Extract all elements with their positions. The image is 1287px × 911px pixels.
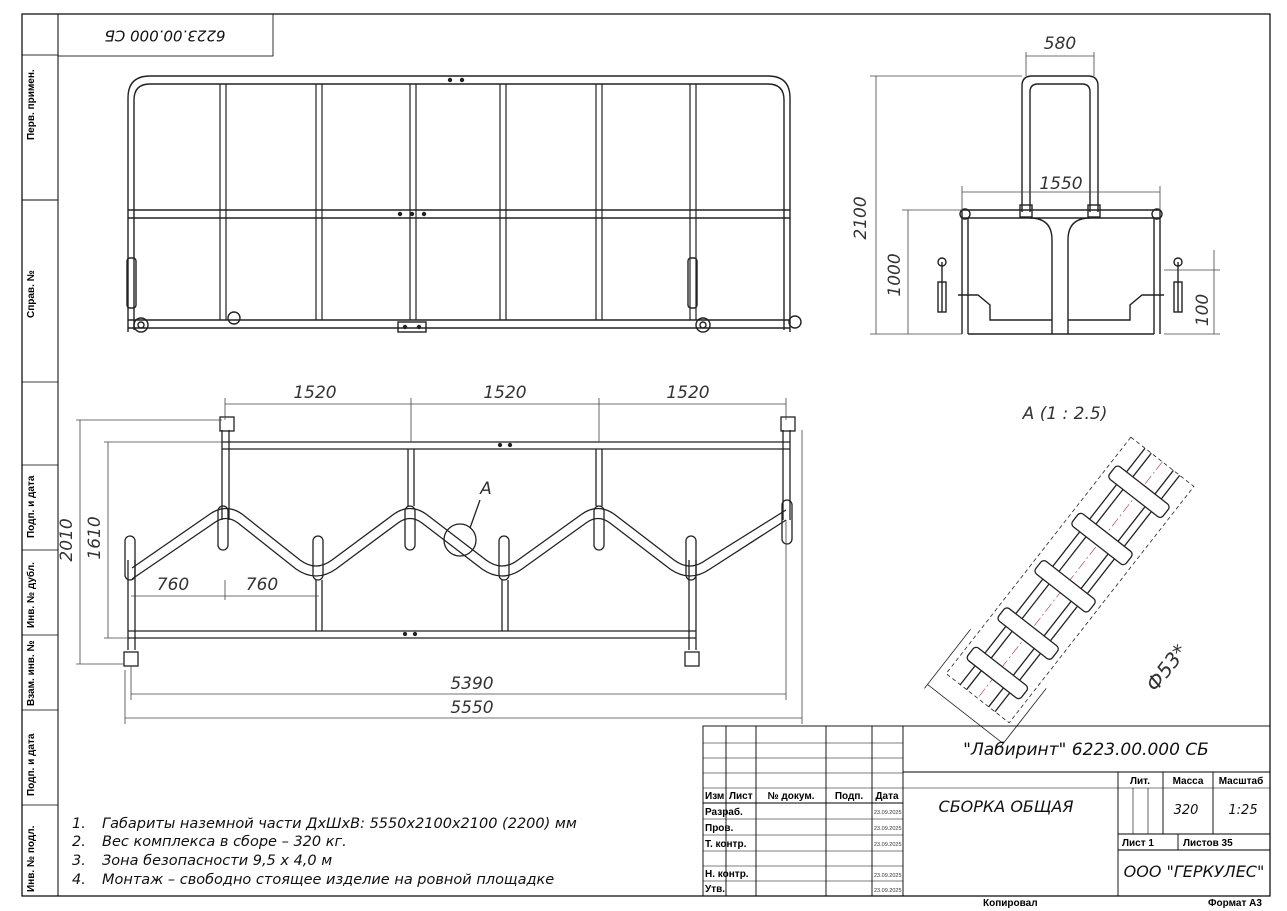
dim-plan-half-2: 760 [246,575,278,595]
role-tkontr: Т. контр. [705,839,747,850]
plan-view-dims [76,398,803,724]
scale-value: 1:25 [1228,803,1257,818]
note-4-text: Монтаж – свободно стоящее изделие на ров… [102,872,554,888]
hdr-date: Дата [875,791,899,802]
role-razrab: Разраб. [705,806,743,818]
date-nkontr: 23.09.2025 [874,873,902,879]
code-stamp: 6223.00.000 СБ [105,27,226,45]
note-3-text: Зона безопасности 9,5 х 4,0 м [102,853,332,869]
notes: 1. Габариты наземной части ДхШхВ: 5550х2… [72,816,577,888]
title-company: ООО "ГЕРКУЛЕС" [1124,862,1265,881]
sheet-count: Листов 35 [1183,838,1233,849]
mass-value: 320 [1174,803,1199,818]
dim-side-top: 580 [1044,34,1076,54]
date-utv: 23.09.2025 [874,888,902,894]
side-view [937,75,1183,335]
hdr-doc: № докум. [768,791,815,802]
dim-plan-span-2: 1520 [483,383,526,403]
detail-title: А (1 : 2.5) [1022,404,1108,424]
dim-detail-diameter: Ф53* [1141,640,1192,696]
date-prov: 23.09.2025 [874,826,902,832]
role-nkontr: Н. контр. [705,869,749,880]
dim-front-height-total: 2100 [851,196,871,239]
format-label: Формат А3 [1208,898,1262,909]
dim-front-height-mid: 1000 [885,253,905,296]
left-strip [21,54,59,806]
dim-plan-length-outer: 5550 [450,698,493,718]
front-view [126,75,802,333]
note-2-num: 2. [72,834,86,850]
strip-label-sprav: Справ. № [26,270,37,318]
title-block [702,725,1271,897]
detail-callout-label: А [479,479,492,499]
role-prov: Пров. [705,823,734,834]
note-1-text: Габариты наземной части ДхШхВ: 5550х2100… [102,816,577,832]
note-1-num: 1. [72,816,86,832]
note-4-num: 4. [72,872,86,888]
strip-label-inv-podl: Инв. № подл. [26,825,37,892]
plan-view [123,416,796,667]
dim-plan-length-inner: 5390 [450,674,493,694]
detail-view-a [924,436,1195,748]
mass-label: Масса [1173,776,1204,787]
strip-label-podp-2: Подп. и дата [26,733,37,796]
hdr-sign: Подп. [835,791,864,802]
scale-label: Масштаб [1219,775,1264,787]
sheet-number: Лист 1 [1122,838,1154,849]
dim-plan-depth-inner: 1610 [85,516,105,559]
dim-plan-span-3: 1520 [666,383,709,403]
dim-plan-span-1: 1520 [293,383,336,403]
hdr-izm: Изм [705,791,724,802]
dim-plan-depth-outer: 2010 [57,518,77,561]
date-razrab: 23.09.2025 [874,810,902,816]
side-view-dims [870,52,1220,335]
date-tkontr: 23.09.2025 [874,842,902,848]
note-3-num: 3. [72,853,86,869]
lit-label: Лит. [1130,776,1150,787]
dim-side-width: 1550 [1039,174,1082,194]
strip-label-inv-dubl: Инв. № дубл. [25,562,37,628]
strip-label-perv: Перв. примен. [26,69,37,140]
dim-plan-half-1: 760 [157,575,189,595]
strip-label-vzam: Взам. инв. № [26,640,37,706]
hdr-list: Лист [729,791,753,802]
strip-label-podp-1: Подп. и дата [26,475,37,538]
dim-side-foot: 100 [1193,294,1213,326]
sheet-frame [21,13,1271,897]
copied-label: Копировал [983,898,1038,909]
code-stamp-box [57,13,274,57]
role-utv: Утв. [705,884,725,895]
title-name: СБОРКА ОБЩАЯ [939,797,1074,816]
note-2-text: Вес комплекса в сборе – 320 кг. [102,834,347,850]
title-designation: "Лабиринт" 6223.00.000 СБ [963,740,1209,760]
